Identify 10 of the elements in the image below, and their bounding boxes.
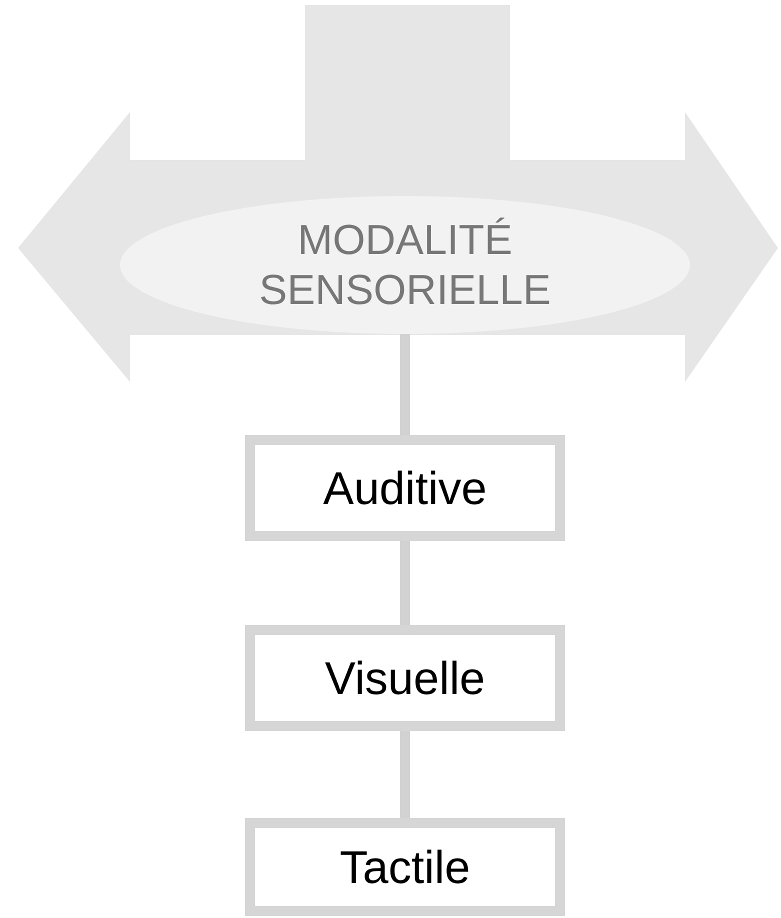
node-label: Visuelle [324, 655, 486, 701]
connector-line [400, 731, 410, 818]
node-label: Tactile [340, 844, 470, 890]
category-box [245, 435, 565, 541]
node-label: Auditive [323, 465, 487, 511]
category-box [245, 625, 565, 731]
connector-line [400, 541, 410, 625]
connector-line [400, 334, 410, 435]
node-label: MODALITÉ SENSORIELLE [258, 215, 552, 315]
category-box [245, 818, 565, 916]
